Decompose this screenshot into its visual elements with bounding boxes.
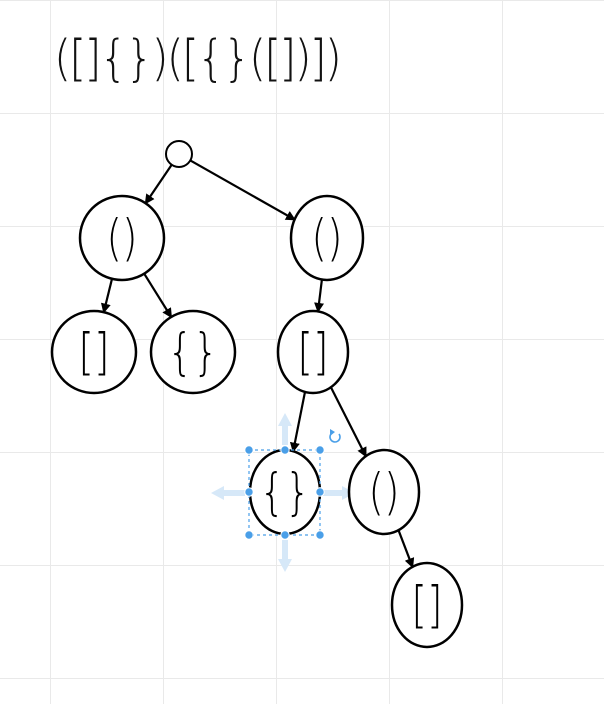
node-label: () bbox=[311, 209, 342, 268]
root-node[interactable] bbox=[165, 140, 193, 168]
tree-node[interactable]: () bbox=[347, 448, 421, 536]
node-label: {} bbox=[260, 463, 311, 522]
rotate-icon[interactable] bbox=[329, 429, 341, 443]
tree-node[interactable]: [] bbox=[50, 309, 138, 395]
edge-n1-n3[interactable] bbox=[100, 278, 114, 314]
tree-node[interactable]: {} bbox=[149, 309, 237, 395]
resize-handle-icon[interactable] bbox=[315, 530, 325, 540]
edges-group bbox=[100, 159, 415, 569]
tree-node[interactable]: {} bbox=[248, 448, 322, 536]
node-ellipse bbox=[276, 309, 350, 395]
edge-root-n1[interactable] bbox=[144, 164, 173, 205]
node-label: {} bbox=[168, 323, 219, 382]
resize-handle-icon[interactable] bbox=[315, 487, 325, 497]
edge-n5-n6[interactable] bbox=[289, 391, 307, 453]
node-label: [] bbox=[78, 323, 109, 382]
node-label: [] bbox=[297, 323, 328, 382]
tree-node[interactable]: [] bbox=[390, 561, 464, 649]
edge-n2-n5[interactable] bbox=[314, 279, 324, 313]
node-label: [] bbox=[411, 576, 442, 635]
selection-overlay[interactable] bbox=[244, 429, 341, 540]
node-ellipse bbox=[390, 561, 464, 649]
node-label: () bbox=[106, 209, 137, 268]
node-label: () bbox=[368, 463, 399, 522]
expression-title[interactable]: ([]{})([{}([])]) bbox=[54, 30, 342, 88]
root-circle bbox=[165, 140, 193, 168]
tree-node[interactable]: () bbox=[78, 194, 166, 282]
resize-handle-icon[interactable] bbox=[244, 530, 254, 540]
resize-handle-icon[interactable] bbox=[280, 445, 290, 455]
edge-n7-n8[interactable] bbox=[397, 529, 415, 569]
resize-handle-icon[interactable] bbox=[280, 530, 290, 540]
tree-node[interactable]: [] bbox=[276, 309, 350, 395]
resize-handle-icon[interactable] bbox=[315, 445, 325, 455]
nodes-group: ()()[]{}[]{}()[] bbox=[50, 140, 464, 649]
edge-n1-n4[interactable] bbox=[143, 273, 173, 319]
node-ellipse bbox=[347, 448, 421, 536]
tree-node[interactable]: () bbox=[289, 194, 365, 282]
resize-handle-icon[interactable] bbox=[244, 445, 254, 455]
resize-handle-icon[interactable] bbox=[244, 487, 254, 497]
edge-root-n2[interactable] bbox=[189, 159, 296, 221]
node-ellipse bbox=[78, 194, 166, 282]
node-ellipse bbox=[289, 194, 365, 282]
edge-n5-n7[interactable] bbox=[329, 386, 367, 458]
node-ellipse bbox=[50, 309, 138, 395]
node-ellipse bbox=[149, 309, 237, 395]
